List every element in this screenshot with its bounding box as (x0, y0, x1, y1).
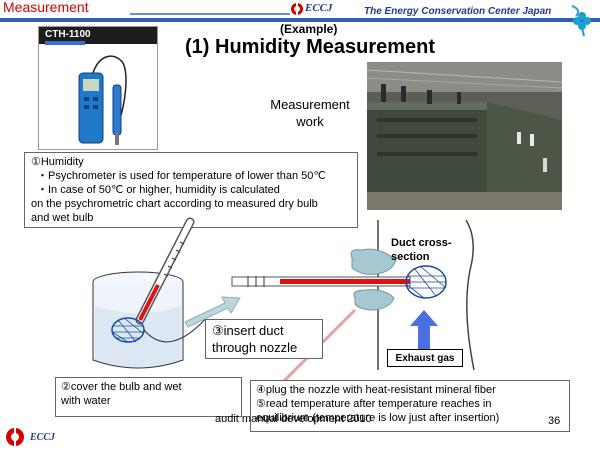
section-title: Measurement (3, 0, 89, 15)
measurement-diagram (92, 217, 475, 387)
hygrometer-device-icon (78, 55, 127, 145)
measurement-work-label: Measurement work (270, 97, 350, 129)
arrow-to-duct-icon (184, 296, 241, 328)
step3-box: ③insert duct through nozzle (205, 319, 323, 359)
eccj-bottom-logo-icon (6, 428, 24, 446)
step2-box: ②cover the bulb and wet with water (55, 377, 242, 417)
mineral-fiber-plug-icon (353, 289, 395, 311)
exhaust-gas-label: Exhaust gas (387, 349, 463, 367)
page-number: 36 (548, 415, 561, 427)
org-logo-text: ECCJ (305, 2, 333, 14)
exhaust-gas-arrow-icon (410, 310, 438, 352)
factory-photo (367, 62, 562, 210)
org-name: The Energy Conservation Center Japan (364, 6, 552, 17)
eccj-logo-icon (291, 3, 303, 15)
slide-title: (1) Humidity Measurement (185, 36, 436, 58)
mineral-fiber-plug-icon (350, 248, 397, 275)
duct-wet-bulb-cloth-icon (405, 265, 447, 299)
inserted-thermometer-icon (231, 276, 411, 287)
slide-subtitle: (Example) (280, 22, 338, 36)
header-rule-thin (130, 13, 290, 15)
clover-logo-icon (571, 5, 591, 37)
wet-bulb-cloth-icon (111, 313, 211, 343)
duct-cross-section-label: Duct cross- section (391, 237, 452, 263)
device-photo: CTH-1100 (38, 26, 158, 150)
header-rule (0, 18, 600, 22)
footer-text: audit manual development 2010 (215, 413, 372, 425)
device-model: CTH-1100 (45, 29, 91, 40)
humidity-info-box: ①Humidity ・Psychrometer is used for temp… (24, 152, 358, 228)
bottom-logo-text: ECCJ (30, 432, 56, 443)
steps45-box: ④plug the nozzle with heat-resistant min… (250, 380, 570, 432)
thermometer-icon (135, 217, 195, 325)
